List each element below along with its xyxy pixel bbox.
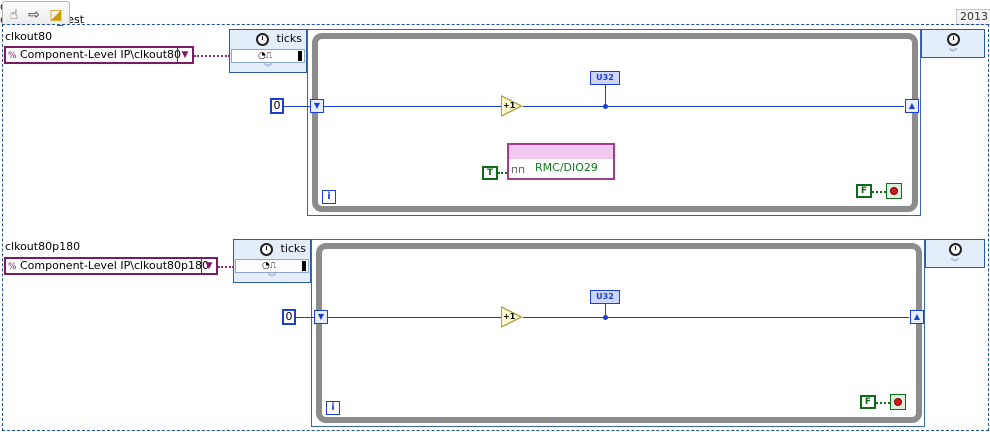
shift-register-left-1[interactable]: ▼ xyxy=(310,99,324,113)
timed-loop-output-node-1[interactable]: ︾ xyxy=(921,29,985,58)
step-arrow-icon[interactable]: ⇨ xyxy=(28,7,40,23)
timed-loop-frame-1 xyxy=(307,29,921,216)
iteration-terminal-2[interactable]: i xyxy=(326,401,340,415)
numeric-wire xyxy=(523,106,904,107)
ticks-label-2: ticks xyxy=(280,242,307,255)
increment-node-fill xyxy=(502,308,520,326)
chevron-down-icon[interactable]: ︾ xyxy=(268,273,276,282)
fpga-io-node-1[interactable]: ⊓⊓ RMC/DIO29 xyxy=(507,143,615,180)
chevron-down-icon[interactable]: ︾ xyxy=(951,258,959,267)
highlight-icon[interactable]: ◪ xyxy=(49,7,63,23)
iteration-terminal-1[interactable]: i xyxy=(322,190,336,204)
resource-label-1: clkout80 xyxy=(5,30,53,43)
hand-icon[interactable]: ☝ xyxy=(9,7,19,23)
loop-border-2 xyxy=(316,243,922,423)
wire-junction xyxy=(603,315,608,320)
waveform-icon: ⊓⊓ xyxy=(511,166,526,176)
increment-label-2: +1 xyxy=(503,312,516,321)
io-node-header xyxy=(509,145,613,159)
resource-value-1: Component-Level IP\clkout80 xyxy=(20,48,182,61)
stop-condition-icon[interactable] xyxy=(886,183,902,199)
timed-loop-input-node-1[interactable]: ticks ◔⎍ ︾ xyxy=(229,29,307,73)
numeric-constant-2[interactable]: 0 xyxy=(282,309,296,325)
increment-label-1: +1 xyxy=(503,101,516,110)
wire-junction xyxy=(603,104,608,109)
source-row[interactable]: ◔⎍ xyxy=(235,259,309,273)
numeric-constant-1[interactable]: 0 xyxy=(270,98,284,114)
indicator-u32-1[interactable]: U32 xyxy=(590,71,620,85)
indicator-label-1: clk80_test xyxy=(0,0,990,13)
output-node-header xyxy=(922,30,984,47)
boolean-constant-false-2[interactable]: F xyxy=(860,395,876,409)
numeric-wire xyxy=(605,304,606,317)
resource-value-2: Component-Level IP\clkout80p180 xyxy=(20,259,210,272)
shift-register-right-1[interactable]: ▲ xyxy=(905,99,919,113)
numeric-wire xyxy=(523,317,909,318)
clock-icon xyxy=(948,242,962,256)
numeric-wire xyxy=(324,106,502,107)
row-terminal xyxy=(298,51,302,61)
indicator-u32-2[interactable]: U32 xyxy=(590,290,620,304)
io-node-value-1: RMC/DIO29 xyxy=(535,161,598,174)
timed-loop-input-node-2[interactable]: ticks ◔⎍ ︾ xyxy=(233,239,311,283)
tick-source-icon: ◔⎍ xyxy=(258,51,273,61)
clock-icon xyxy=(260,242,273,256)
chevron-down-icon[interactable]: ︾ xyxy=(949,48,957,57)
shift-register-right-2[interactable]: ▲ xyxy=(910,310,924,324)
ticks-label-1: ticks xyxy=(276,32,303,45)
boolean-wire xyxy=(872,191,886,193)
resource-constant-2[interactable]: % Component-Level IP\clkout80p180 ▼ xyxy=(4,257,218,275)
timed-loop-frame-2 xyxy=(311,239,925,427)
boolean-wire xyxy=(498,172,510,174)
resource-label-2: clkout80p180 xyxy=(5,240,81,253)
io-node-row: ⊓⊓ RMC/DIO29 xyxy=(509,159,613,178)
output-node-header xyxy=(926,240,984,257)
boolean-constant-true[interactable]: T xyxy=(482,166,498,180)
numeric-wire xyxy=(605,85,606,106)
numeric-wire xyxy=(328,317,502,318)
diagram-toolbar: ☝ ⇨ ◪ xyxy=(2,1,70,25)
shift-register-left-2[interactable]: ▼ xyxy=(314,310,328,324)
increment-node-fill xyxy=(502,97,520,115)
loop-border-1 xyxy=(312,33,918,212)
input-node-header: ticks xyxy=(234,240,310,257)
diagram-frame xyxy=(2,24,989,431)
version-label: 2013 xyxy=(956,9,990,25)
stop-condition-icon[interactable] xyxy=(890,394,906,410)
resource-wire-1 xyxy=(194,55,230,57)
boolean-wire xyxy=(876,402,890,404)
resource-wire-2 xyxy=(218,266,234,268)
chevron-down-icon[interactable]: ▼ xyxy=(201,259,216,273)
input-node-header: ticks xyxy=(230,30,306,47)
resource-prefix-icon: % xyxy=(8,51,17,61)
clock-icon xyxy=(946,32,960,46)
clock-icon xyxy=(256,32,269,46)
numeric-wire xyxy=(296,317,314,318)
row-terminal xyxy=(302,261,306,271)
boolean-constant-false-1[interactable]: F xyxy=(856,184,872,198)
chevron-down-icon[interactable]: ︾ xyxy=(264,63,272,72)
resource-prefix-icon: % xyxy=(8,262,17,272)
timed-loop-output-node-2[interactable]: ︾ xyxy=(925,239,985,268)
resource-constant-1[interactable]: % Component-Level IP\clkout80 ▼ xyxy=(4,46,194,64)
source-row[interactable]: ◔⎍ xyxy=(231,49,305,63)
chevron-down-icon[interactable]: ▼ xyxy=(177,48,192,62)
tick-source-icon: ◔⎍ xyxy=(262,261,277,271)
numeric-wire xyxy=(284,106,310,107)
